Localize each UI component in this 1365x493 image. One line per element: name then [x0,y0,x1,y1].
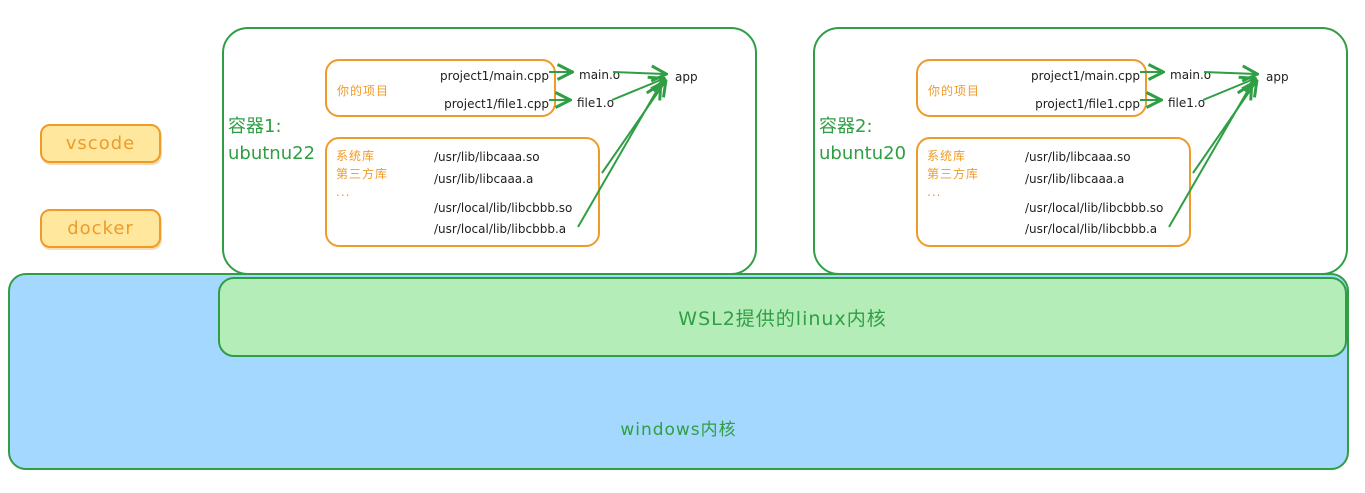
project-box-1: 你的项目 project1/main.cpp project1/file1.cp… [325,59,556,117]
object-file-main-o-1: main.o [579,68,621,82]
source-file-2: project1/file1.cpp [1035,97,1140,111]
docker-box: docker [40,209,161,248]
ellipsis-label-1: ... [336,185,351,199]
library-box-2: 系统库 第三方库 ... /usr/lib/libcaaa.so /usr/li… [916,137,1191,247]
windows-kernel-label: windows内核 [620,420,737,440]
container-2-title-line1: 容器2: [819,116,873,137]
wsl2-kernel-band: WSL2提供的linux内核 [218,277,1347,357]
app-node-1: app [675,70,698,84]
thirdparty-lib-label-2: 第三方库 [927,167,980,181]
docker-label: docker [67,218,134,239]
lib-file-2: /usr/lib/libcaaa.a [1025,172,1125,186]
ellipsis-label-2: ... [927,185,942,199]
system-lib-label-1: 系统库 [336,149,376,163]
container-1-title-line2: ubutnu22 [228,143,316,164]
container-1: 容器1: ubutnu22 你的项目 project1/main.cpp pro… [222,27,757,275]
container-2-title: 容器2: ubuntu20 [819,113,919,167]
vscode-box: vscode [40,124,161,163]
source-file-1: project1/main.cpp [1031,69,1140,83]
container-2: 容器2: ubuntu20 你的项目 project1/main.cpp pro… [813,27,1348,275]
vscode-label: vscode [65,133,136,154]
project-label-1: 你的项目 [337,84,390,98]
library-box-1: 系统库 第三方库 ... /usr/lib/libcaaa.so /usr/li… [325,137,600,247]
container-2-title-line2: ubuntu20 [819,143,907,164]
lib-file-1: /usr/lib/libcaaa.so [434,150,540,164]
lib-file-4: /usr/local/lib/libcbbb.a [434,222,567,236]
lib-file-2: /usr/lib/libcaaa.a [434,172,534,186]
app-node-2: app [1266,70,1289,84]
lib-file-1: /usr/lib/libcaaa.so [1025,150,1131,164]
container-1-title: 容器1: ubutnu22 [228,113,328,167]
project-box-2: 你的项目 project1/main.cpp project1/file1.cp… [916,59,1147,117]
lib-file-3: /usr/local/lib/libcbbb.so [434,201,573,215]
library-labels-1: 系统库 第三方库 ... [336,147,388,201]
object-file-file1-o-1: file1.o [577,96,615,110]
lib-file-3: /usr/local/lib/libcbbb.so [1025,201,1164,215]
lib-file-4: /usr/local/lib/libcbbb.a [1025,222,1158,236]
library-labels-2: 系统库 第三方库 ... [927,147,979,201]
thirdparty-lib-label-1: 第三方库 [336,167,389,181]
source-file-2: project1/file1.cpp [444,97,549,111]
system-lib-label-2: 系统库 [927,149,967,163]
wsl2-kernel-label: WSL2提供的linux内核 [678,307,887,330]
source-file-1: project1/main.cpp [440,69,549,83]
object-file-main-o-2: main.o [1170,68,1212,82]
container-1-title-line1: 容器1: [228,116,282,137]
object-file-file1-o-2: file1.o [1168,96,1206,110]
project-label-2: 你的项目 [928,84,981,98]
